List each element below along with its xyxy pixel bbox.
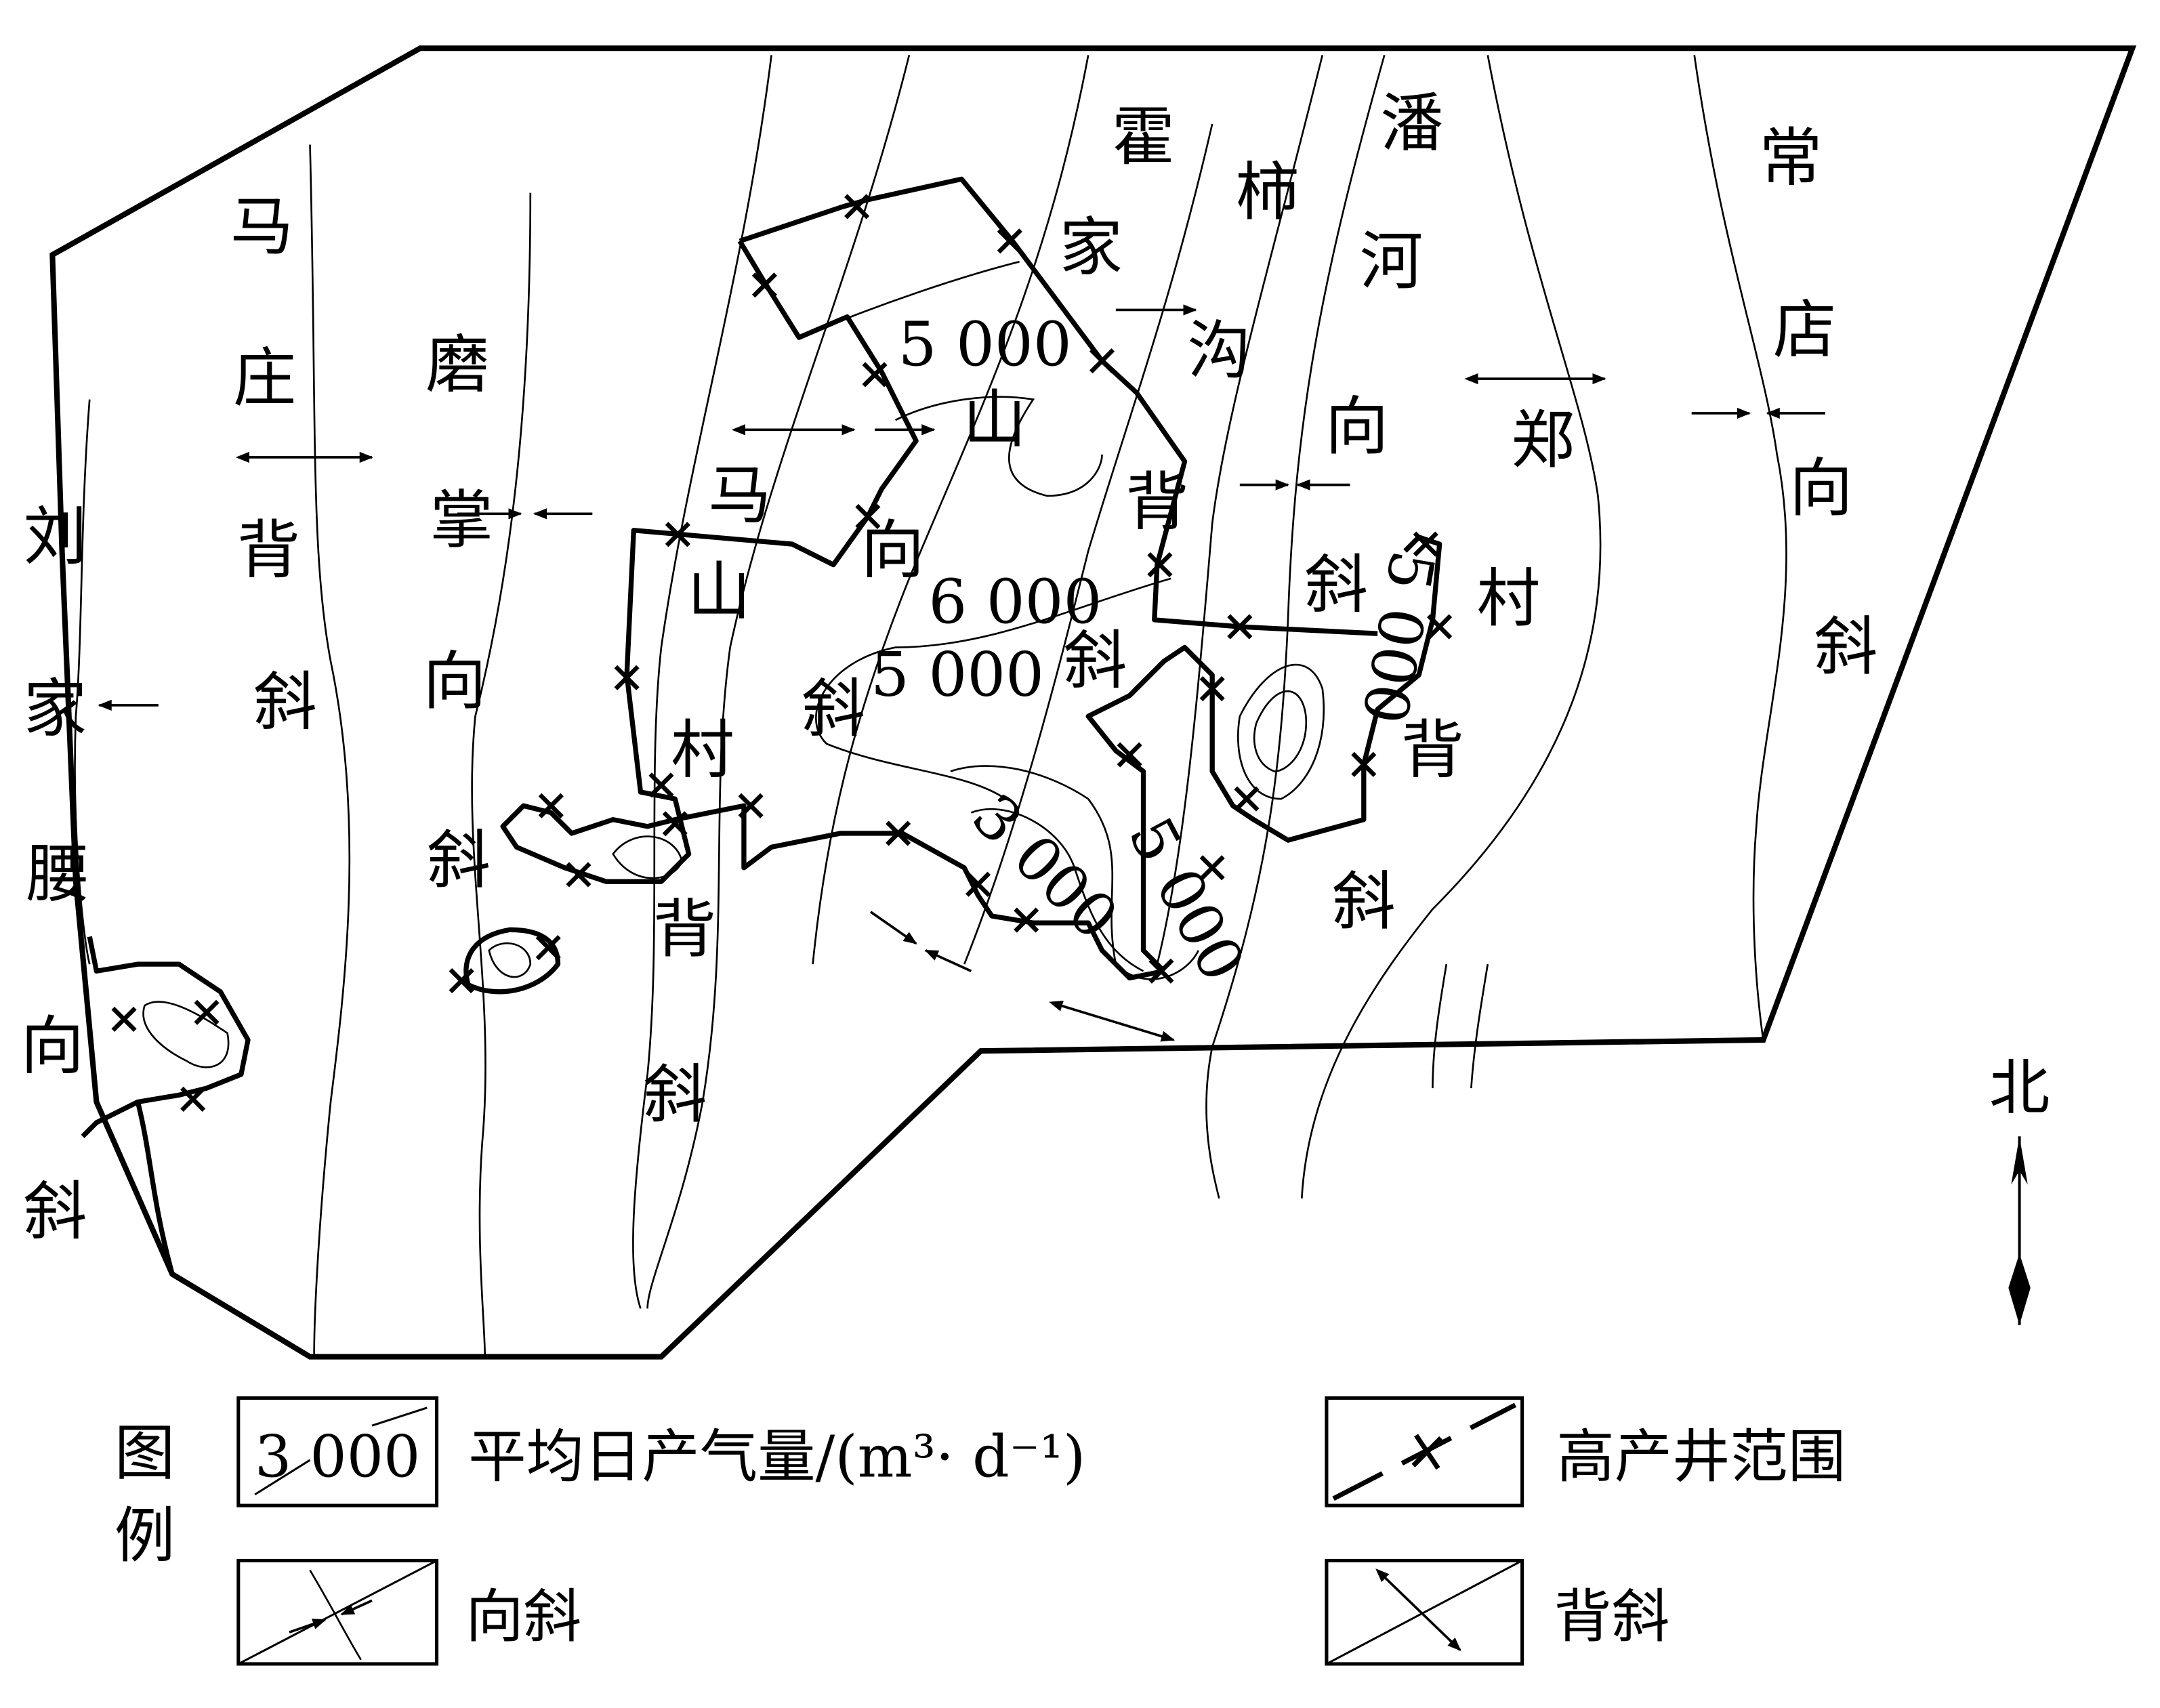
- well-marker-icon: [665, 522, 690, 547]
- fold-label-panhe: 河: [1360, 225, 1424, 299]
- fold-label-mazhuang: 马: [230, 190, 294, 264]
- fold-label-liujiayao: 刘: [24, 500, 87, 574]
- contour-label: 5 000: [871, 640, 1044, 711]
- well-marker-icon: [1199, 675, 1225, 702]
- fold-label-zhengcun: 背: [1401, 714, 1465, 788]
- fold-label-mashancun: 山: [688, 556, 751, 629]
- legend-anticline-label: 背斜: [1554, 1583, 1669, 1650]
- well-marker-icon: [965, 871, 991, 897]
- legend-item-anticline: 背斜: [1325, 1558, 1669, 1666]
- well-marker-icon: [1199, 855, 1225, 881]
- legend: 图例 3 000 平均日产气量/(m³· d⁻¹) 高产井范围 向斜 背斜: [115, 1396, 1846, 1666]
- well-marker-icon: [862, 362, 888, 388]
- well-marker-icon: [111, 1006, 137, 1033]
- well-marker-icon: [566, 862, 591, 888]
- well-marker-icon: [180, 1086, 206, 1112]
- well-marker-icon: [1227, 614, 1253, 640]
- legend-item-high-yield: 高产井范围: [1325, 1396, 1846, 1507]
- well-markers: [111, 194, 1453, 1112]
- contour-label: 6 000: [928, 567, 1102, 638]
- fold-label-mashancun: 背: [653, 893, 717, 967]
- well-marker-icon: [738, 793, 764, 818]
- legend-contour-label: 平均日产气量/(m³· d⁻¹): [468, 1423, 1085, 1491]
- well-marker-icon: [751, 272, 777, 298]
- fold-label-huojiagou: 背: [1125, 466, 1189, 540]
- contour-label: 5 000: [1115, 806, 1258, 993]
- fold-label-panhe: 潘: [1380, 87, 1444, 161]
- well-marker-icon: [997, 228, 1022, 254]
- fold-label-shi: 柿: [1236, 156, 1300, 230]
- well-marker-icon: [1234, 786, 1260, 812]
- legend-syncline-label: 向斜: [465, 1583, 581, 1650]
- fold-label-zhengcun: 斜: [1332, 865, 1396, 939]
- fold-label-mashan-syncline: 山: [963, 383, 1026, 457]
- fold-label-mashan-syncline: 向: [861, 514, 925, 588]
- anticline-arrow: [1049, 1000, 1176, 1042]
- fold-label-liujiayao: 向: [21, 1010, 85, 1084]
- fold-label-mazhuang: 背: [237, 514, 301, 588]
- well-marker-icon: [1089, 348, 1115, 374]
- fold-label-mazhuang: 庄: [233, 342, 297, 416]
- legend-high-yield-label: 高产井范围: [1556, 1423, 1846, 1491]
- fold-label-changdian: 常: [1759, 121, 1823, 195]
- contour-label: 5 000: [898, 310, 1072, 380]
- fold-label-liujiayao: 腰: [26, 837, 90, 911]
- fold-label-changdian: 向: [1789, 452, 1853, 526]
- fold-label-mozhang: 斜: [427, 824, 491, 898]
- well-marker-icon: [1413, 531, 1438, 557]
- legend-item-contour: 3 000 平均日产气量/(m³· d⁻¹): [236, 1396, 1085, 1507]
- well-marker-icon: [535, 935, 561, 961]
- well-marker-icon: [1117, 742, 1142, 768]
- syncline-arrow: [869, 911, 917, 945]
- well-marker-icon: [844, 194, 870, 220]
- fold-label-mozhang: 向: [423, 645, 486, 719]
- well-marker-icon: [855, 503, 881, 529]
- syncline-arrow: [924, 949, 972, 972]
- fold-arrows: [98, 304, 1825, 1042]
- well-marker-icon: [648, 772, 674, 798]
- fold-label-mashancun: 马: [708, 459, 772, 533]
- production-contours: [142, 261, 1325, 1068]
- legend-title: 图例: [115, 1418, 175, 1571]
- fold-label-mashancun: 村: [671, 714, 734, 788]
- well-marker-icon: [662, 811, 688, 837]
- well-marker-icon: [1014, 907, 1039, 933]
- fold-label-changdian: 店: [1773, 293, 1837, 367]
- fold-label-changdian: 斜: [1814, 610, 1878, 684]
- well-marker-icon: [538, 793, 564, 818]
- fold-label-panhe: 向: [1325, 390, 1389, 464]
- fold-label-zhengcun: 郑: [1511, 404, 1575, 478]
- study-area-boundary: [49, 45, 2137, 1360]
- contour-label: 3 000: [959, 781, 1131, 954]
- fold-label-liujiayao: 斜: [24, 1175, 87, 1249]
- well-marker-icon: [1351, 751, 1377, 777]
- fold-label-huojiagou: 斜: [1064, 624, 1127, 698]
- well-marker-icon: [1147, 551, 1173, 578]
- fold-axes: [74, 54, 1787, 1357]
- north-label: 北: [1989, 1054, 2050, 1124]
- fold-label-huojiagou: 沟: [1188, 314, 1251, 388]
- well-marker-icon: [1148, 958, 1174, 984]
- fold-label-mashancun: 斜: [644, 1058, 707, 1132]
- fold-label-mozhang: 掌: [430, 484, 493, 558]
- well-marker-icon: [1427, 614, 1453, 640]
- fold-label-zhengcun: 村: [1477, 562, 1541, 636]
- legend-contour-sample: 3 000: [255, 1423, 420, 1491]
- fold-label-liujiayao: 家: [24, 673, 87, 747]
- fold-label-panhe: 斜: [1304, 549, 1368, 623]
- north-arrow: 北: [1989, 1054, 2050, 1325]
- well-marker-icon: [449, 967, 474, 994]
- fold-label-mashan-syncline: 斜: [802, 673, 865, 747]
- fold-label-huojiagou: 家: [1059, 211, 1123, 285]
- well-marker-icon: [194, 999, 220, 1025]
- well-marker-icon: [886, 820, 911, 846]
- fold-label-mazhuang: 斜: [253, 665, 317, 739]
- fold-label-huojiagou: 霍: [1112, 101, 1176, 175]
- fold-label-mozhang: 磨: [425, 328, 489, 402]
- legend-item-syncline: 向斜: [236, 1558, 581, 1666]
- well-marker-icon: [614, 665, 640, 690]
